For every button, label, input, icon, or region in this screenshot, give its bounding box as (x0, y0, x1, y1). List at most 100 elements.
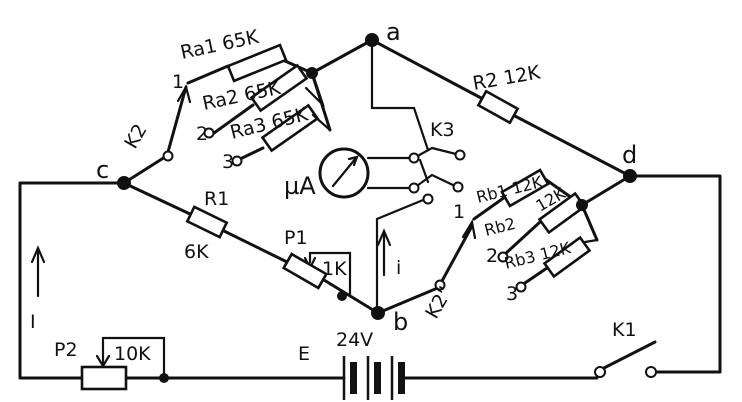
source-name-label: E (298, 343, 310, 365)
wire-pos2-ra2 (212, 103, 255, 135)
rb-position-2: 2 (486, 245, 498, 267)
k1-label: K1 (612, 319, 637, 341)
ra-position-1: 1 (172, 71, 184, 93)
node-c-label: c (96, 156, 109, 184)
ra3-right-lead (311, 113, 332, 132)
p1-name-label: P1 (284, 227, 308, 249)
k2-contact (162, 150, 174, 162)
rb-pos3-contact (515, 281, 527, 293)
k2b-blade (440, 224, 474, 283)
wire-p1-b (322, 278, 380, 315)
k1-contact (594, 366, 606, 378)
k2-label: K2 (120, 120, 151, 152)
k1-contact (645, 366, 657, 378)
contacts (162, 127, 527, 293)
resistor-rb3 (542, 235, 592, 279)
meter-label: µA (284, 172, 316, 200)
node-a (365, 33, 379, 47)
ra-pos3-contact (231, 155, 243, 167)
ra2-right-lead (304, 86, 324, 106)
node-b (371, 306, 385, 320)
rb-position-1: 1 (453, 201, 465, 223)
k3-cross (418, 158, 430, 184)
node-p1-slider (337, 291, 347, 301)
k2-blade (166, 85, 188, 154)
ra2-label: Ra2 65K (200, 77, 283, 115)
rb-pos2-contact (497, 251, 509, 263)
r1-value-label: 6K (184, 241, 209, 263)
ra-position-2: 2 (196, 123, 208, 145)
node-b-label: b (393, 308, 408, 336)
battery-cell (350, 362, 357, 394)
switch-k1 (594, 340, 657, 378)
wire-r1-p1 (222, 229, 289, 264)
wire-r2-d (511, 113, 632, 178)
p1-slider-wire (308, 251, 352, 298)
wire-c-r1 (122, 181, 192, 216)
current-branch-label: i (396, 257, 401, 279)
r1-name-label: R1 (204, 188, 229, 210)
battery-cell (374, 362, 381, 394)
resistor-r1 (185, 205, 229, 239)
ra-position-3: 3 (222, 151, 234, 173)
wire-node-a (310, 38, 374, 75)
current-branch-arrowhead (376, 228, 392, 247)
p2-slider-wire (101, 336, 166, 380)
resistor-p1 (281, 252, 329, 290)
k3-contact (408, 182, 420, 194)
node-rb-bank (576, 199, 588, 211)
k2-arrow-head (176, 84, 192, 104)
node-d (623, 169, 637, 183)
resistor-rb1 (500, 168, 550, 208)
wire-c-k2 (122, 155, 167, 185)
k3-contact (452, 181, 464, 193)
resistor-p2 (80, 365, 128, 391)
wire-pos3-ra3 (236, 146, 265, 162)
battery (333, 356, 417, 400)
k3-blade-bottom (412, 173, 457, 190)
node-a-label: a (386, 18, 401, 46)
wire-node-d (580, 174, 632, 207)
wire-pos1-rb1 (472, 195, 507, 221)
resistor-ra1 (226, 43, 288, 83)
k3-contact (454, 149, 466, 161)
k2b-contact (434, 279, 446, 291)
p2-name-label: P2 (54, 339, 78, 361)
node-d-label: d (622, 141, 637, 169)
k2b-arrow-head (461, 218, 477, 240)
resistors (80, 43, 592, 391)
battery-cell (398, 362, 405, 394)
wire-k3-b (375, 196, 430, 315)
rb-position-3: 3 (506, 283, 518, 305)
k2b-label: K2" (421, 283, 457, 323)
current-arrows (30, 228, 392, 298)
wire-left (18, 181, 126, 380)
meter-needle (331, 156, 358, 188)
node-c (117, 176, 131, 190)
wire-pos1-ra1 (186, 64, 230, 85)
wire-a-r2 (370, 38, 485, 101)
k3-contact (422, 193, 434, 205)
resistor-ra3 (260, 103, 320, 153)
k3-label: K3 (430, 119, 455, 141)
current-total-label: I (30, 311, 36, 333)
node-p2-slider (159, 373, 169, 383)
wire-right (628, 174, 722, 374)
p2-value-label: 10K (114, 343, 151, 365)
meter-needle-tip (347, 155, 359, 167)
k3-contact (408, 152, 420, 164)
rb2-name-label: Rb2 (482, 214, 517, 240)
ra-pos2-contact (203, 127, 215, 139)
resistor-ra2 (249, 63, 309, 113)
microammeter (318, 147, 370, 199)
resistor-r2 (476, 89, 520, 125)
r2-label: R2 12K (471, 61, 542, 95)
junctions (117, 33, 637, 383)
source-voltage-label: 24V (336, 329, 373, 351)
current-i-arrowhead (30, 245, 46, 264)
k1-blade (598, 340, 657, 372)
wire-b-k2b (376, 285, 442, 315)
node-ra-bank (306, 67, 318, 79)
rb3-right-lead (583, 238, 599, 244)
